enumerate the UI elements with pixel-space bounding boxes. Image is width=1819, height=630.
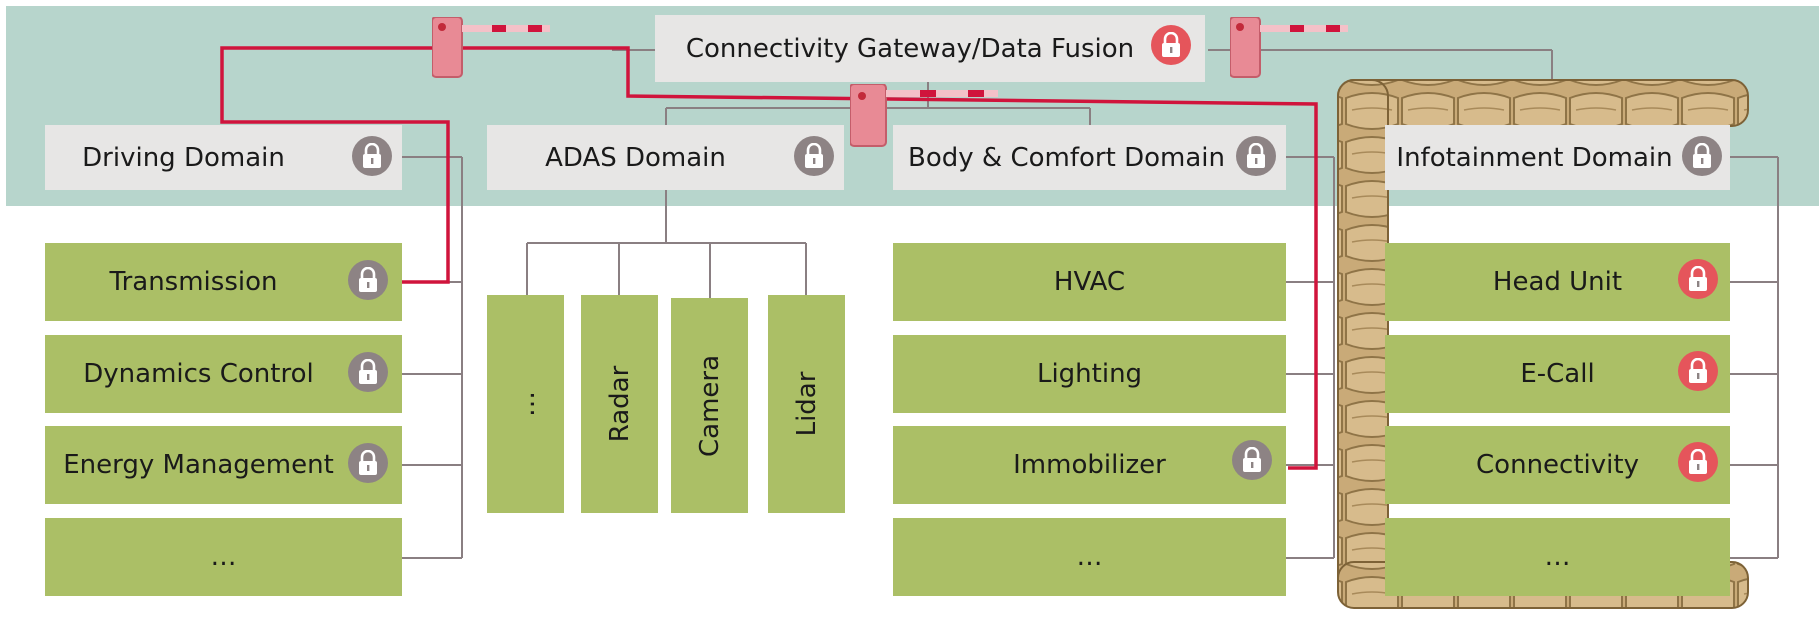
ecu-label: … — [1076, 542, 1103, 572]
ecu-label: … — [1544, 542, 1571, 572]
lock-icon — [352, 136, 392, 176]
sensor-lidar[interactable]: Lidar — [768, 295, 845, 513]
sensor-radar[interactable]: Radar — [581, 295, 658, 513]
ecu-label: Energy Management — [63, 450, 334, 480]
lock-icon — [348, 260, 388, 300]
domain-label: Infotainment Domain — [1396, 142, 1673, 173]
ecu-label: Immobilizer — [1013, 450, 1166, 480]
lock-icon — [794, 136, 834, 176]
sensor-label: … — [510, 391, 541, 417]
ecu-label: Lighting — [1036, 359, 1143, 389]
ecu-label: Connectivity — [1476, 450, 1639, 480]
domain-adas[interactable]: ADAS Domain — [487, 125, 844, 190]
sensor-more[interactable]: … — [487, 295, 564, 513]
gateway-box[interactable]: Connectivity Gateway/Data Fusion — [655, 15, 1205, 82]
sensor-label: Radar — [604, 365, 635, 443]
lock-icon — [1678, 351, 1718, 391]
lock-icon — [1151, 25, 1191, 65]
ecu-more[interactable]: … — [1385, 518, 1730, 596]
ecu-immobilizer[interactable]: Immobilizer — [893, 426, 1286, 504]
ecu-more[interactable]: … — [45, 518, 402, 596]
ecu-label: Dynamics Control — [83, 359, 314, 389]
ecu-dynamics-control[interactable]: Dynamics Control — [45, 335, 402, 413]
lock-icon — [1678, 259, 1718, 299]
sensor-camera[interactable]: Camera — [671, 298, 748, 513]
domain-body[interactable]: Body & Comfort Domain — [893, 125, 1286, 190]
gateway-label: Connectivity Gateway/Data Fusion — [685, 33, 1135, 64]
domain-infotainment[interactable]: Infotainment Domain — [1385, 125, 1730, 190]
ecu-transmission[interactable]: Transmission — [45, 243, 402, 321]
domain-label: Driving Domain — [82, 142, 285, 173]
sensor-label: Lidar — [791, 371, 822, 437]
barrier-gate-icon — [431, 16, 552, 83]
ecu-energy-management[interactable]: Energy Management — [45, 426, 402, 504]
ecu-connectivity[interactable]: Connectivity — [1385, 426, 1730, 504]
domain-label: Body & Comfort Domain — [908, 142, 1225, 173]
ecu-label: … — [210, 542, 237, 572]
ecu-e-call[interactable]: E-Call — [1385, 335, 1730, 413]
lock-icon — [1236, 136, 1276, 176]
domain-driving[interactable]: Driving Domain — [45, 125, 402, 190]
sensor-label: Camera — [694, 354, 725, 457]
ecu-lighting[interactable]: Lighting — [893, 335, 1286, 413]
ecu-label: HVAC — [1053, 267, 1126, 297]
ecu-hvac[interactable]: HVAC — [893, 243, 1286, 321]
lock-icon — [348, 443, 388, 483]
domain-label: ADAS Domain — [545, 142, 726, 173]
lock-icon — [1678, 442, 1718, 482]
lock-icon — [1682, 136, 1722, 176]
ecu-label: E-Call — [1520, 359, 1595, 389]
ecu-label: Head Unit — [1492, 267, 1623, 297]
lock-icon — [1232, 440, 1272, 480]
ecu-more[interactable]: … — [893, 518, 1286, 596]
lock-icon — [348, 352, 388, 392]
ecu-label: Transmission — [109, 267, 278, 297]
ecu-head-unit[interactable]: Head Unit — [1385, 243, 1730, 321]
barrier-gate-icon — [849, 83, 1000, 152]
barrier-gate-icon — [1229, 16, 1350, 83]
